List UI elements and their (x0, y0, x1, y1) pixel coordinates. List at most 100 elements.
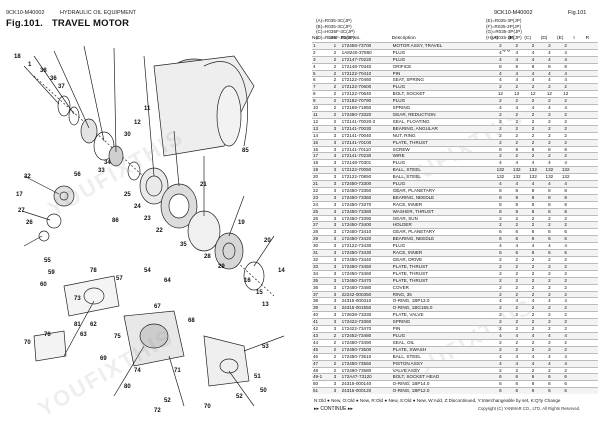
cell-flag (573, 242, 586, 250)
cell-flag (585, 242, 598, 250)
cell-description: BALL, STEEL (391, 173, 492, 181)
cell-qty: 4 (540, 180, 558, 188)
cell-flag (585, 117, 598, 126)
cell-lev: 2 (328, 104, 341, 112)
svg-text:86: 86 (112, 218, 119, 224)
cell-qty: 2 (557, 41, 574, 50)
copyright: Copyright (C) YANMAR CO., LTD. All Right… (478, 406, 581, 411)
cell-flag (585, 131, 598, 140)
cell-qty: 4 (491, 180, 509, 188)
cell-qty: 2 (491, 269, 509, 278)
change-legend: N:Old ● New, O:Old ● New, R:Old ● New, S… (314, 398, 561, 403)
cell-flag (573, 269, 586, 278)
cell-qty: 132 (508, 166, 525, 174)
cell-flag (573, 304, 586, 312)
cell-qty: 4 (524, 48, 541, 57)
cell-qty: 132 (524, 166, 541, 174)
cell-qty: 4 (540, 331, 558, 340)
svg-text:36: 36 (50, 76, 57, 82)
cell-parts-no: 24315-001550 (340, 304, 392, 312)
cell-flag (573, 193, 586, 202)
cell-qty: 6 (508, 235, 525, 243)
cell-no: 15 (312, 138, 329, 146)
svg-text:73: 73 (74, 296, 81, 302)
cell-parts-no: 172141-70110 (340, 145, 392, 153)
svg-text:14: 14 (278, 268, 285, 274)
cell-no: 47 (312, 359, 329, 367)
svg-text:63: 63 (80, 332, 87, 338)
cell-no: 49-1 (312, 373, 329, 381)
cell-lev: 3 (328, 380, 341, 388)
svg-text:68: 68 (188, 318, 195, 324)
cell-lev: 2 (328, 83, 341, 91)
cell-qty: 4 (540, 48, 558, 57)
serial-code: (G)=R035-3P(JP) (486, 29, 522, 35)
cell-flag (585, 90, 598, 98)
cell-flag (573, 387, 586, 395)
cell-qty: 8 (540, 145, 558, 153)
cell-flag (585, 145, 598, 153)
cell-qty: 6 (557, 373, 574, 381)
svg-text:76: 76 (44, 332, 51, 338)
cell-no: 20 (312, 173, 329, 181)
cell-qty: 2 (508, 290, 525, 298)
cell-lev: 2 (328, 352, 341, 361)
model-code-left: 9CK10-M40002 (6, 10, 45, 16)
cell-qty: 2 (508, 124, 525, 133)
cell-qty: 2 (524, 117, 541, 126)
cell-flag (573, 90, 586, 98)
svg-text:70: 70 (24, 340, 31, 346)
cell-flag (573, 338, 586, 347)
cell-qty: 2 (540, 41, 558, 50)
continue-link[interactable]: ▸▸ CONTINUE ▸▸ (314, 406, 353, 412)
svg-text:81: 81 (74, 322, 81, 328)
cell-description: PLUG (391, 180, 492, 188)
col-description: Description (391, 36, 416, 41)
cell-qty: 2 (508, 221, 525, 229)
cell-qty: 2 (524, 345, 541, 354)
cell-qty: 4 (491, 48, 509, 57)
cell-qty: 2 (524, 41, 541, 50)
cell-qty: 4 (540, 359, 558, 367)
cell-qty: 2 (540, 325, 558, 333)
cell-qty: 2 (491, 338, 509, 347)
cell-flag (573, 145, 586, 153)
cell-lev: 3 (328, 193, 341, 202)
cell-qty: 6 (524, 249, 541, 257)
cell-qty: 2 (524, 304, 541, 312)
cell-qty: 4 (491, 159, 509, 167)
cell-qty: 2 (540, 338, 558, 347)
svg-text:15: 15 (256, 290, 263, 296)
serial-code: (B)=R035-3C(JP) (316, 23, 352, 29)
cell-description: PLATE, THRUST (391, 269, 492, 278)
cell-flag (573, 48, 586, 57)
cell-description: BALL, STEEL (391, 166, 492, 174)
svg-text:52: 52 (164, 398, 171, 404)
svg-text:51: 51 (254, 374, 261, 380)
cell-description: O-RING, 1BG155.0 (391, 304, 492, 312)
cell-qty: 4 (508, 180, 525, 188)
cell-parts-no: 172450-73380 (340, 207, 392, 216)
cell-parts-no: 172422-73360 (340, 318, 392, 326)
cell-flag (585, 318, 598, 326)
cell-lev: 3 (328, 290, 341, 298)
cell-flag (585, 69, 598, 77)
cell-no: 30 (312, 242, 329, 250)
cell-qty: 132 (508, 173, 525, 181)
cell-no: 12 (312, 117, 329, 126)
col-r: R (585, 36, 590, 41)
cell-parts-no: 172148-70301 (340, 159, 392, 167)
cell-no: 9 (312, 97, 329, 105)
parts-table: No. Lev. Parts No. Description (A) (B) (… (312, 36, 598, 395)
cell-no: 3 (312, 55, 329, 64)
cell-qty: 2 (557, 283, 574, 292)
cell-flag (585, 311, 598, 319)
cell-no: 43 (312, 331, 329, 340)
